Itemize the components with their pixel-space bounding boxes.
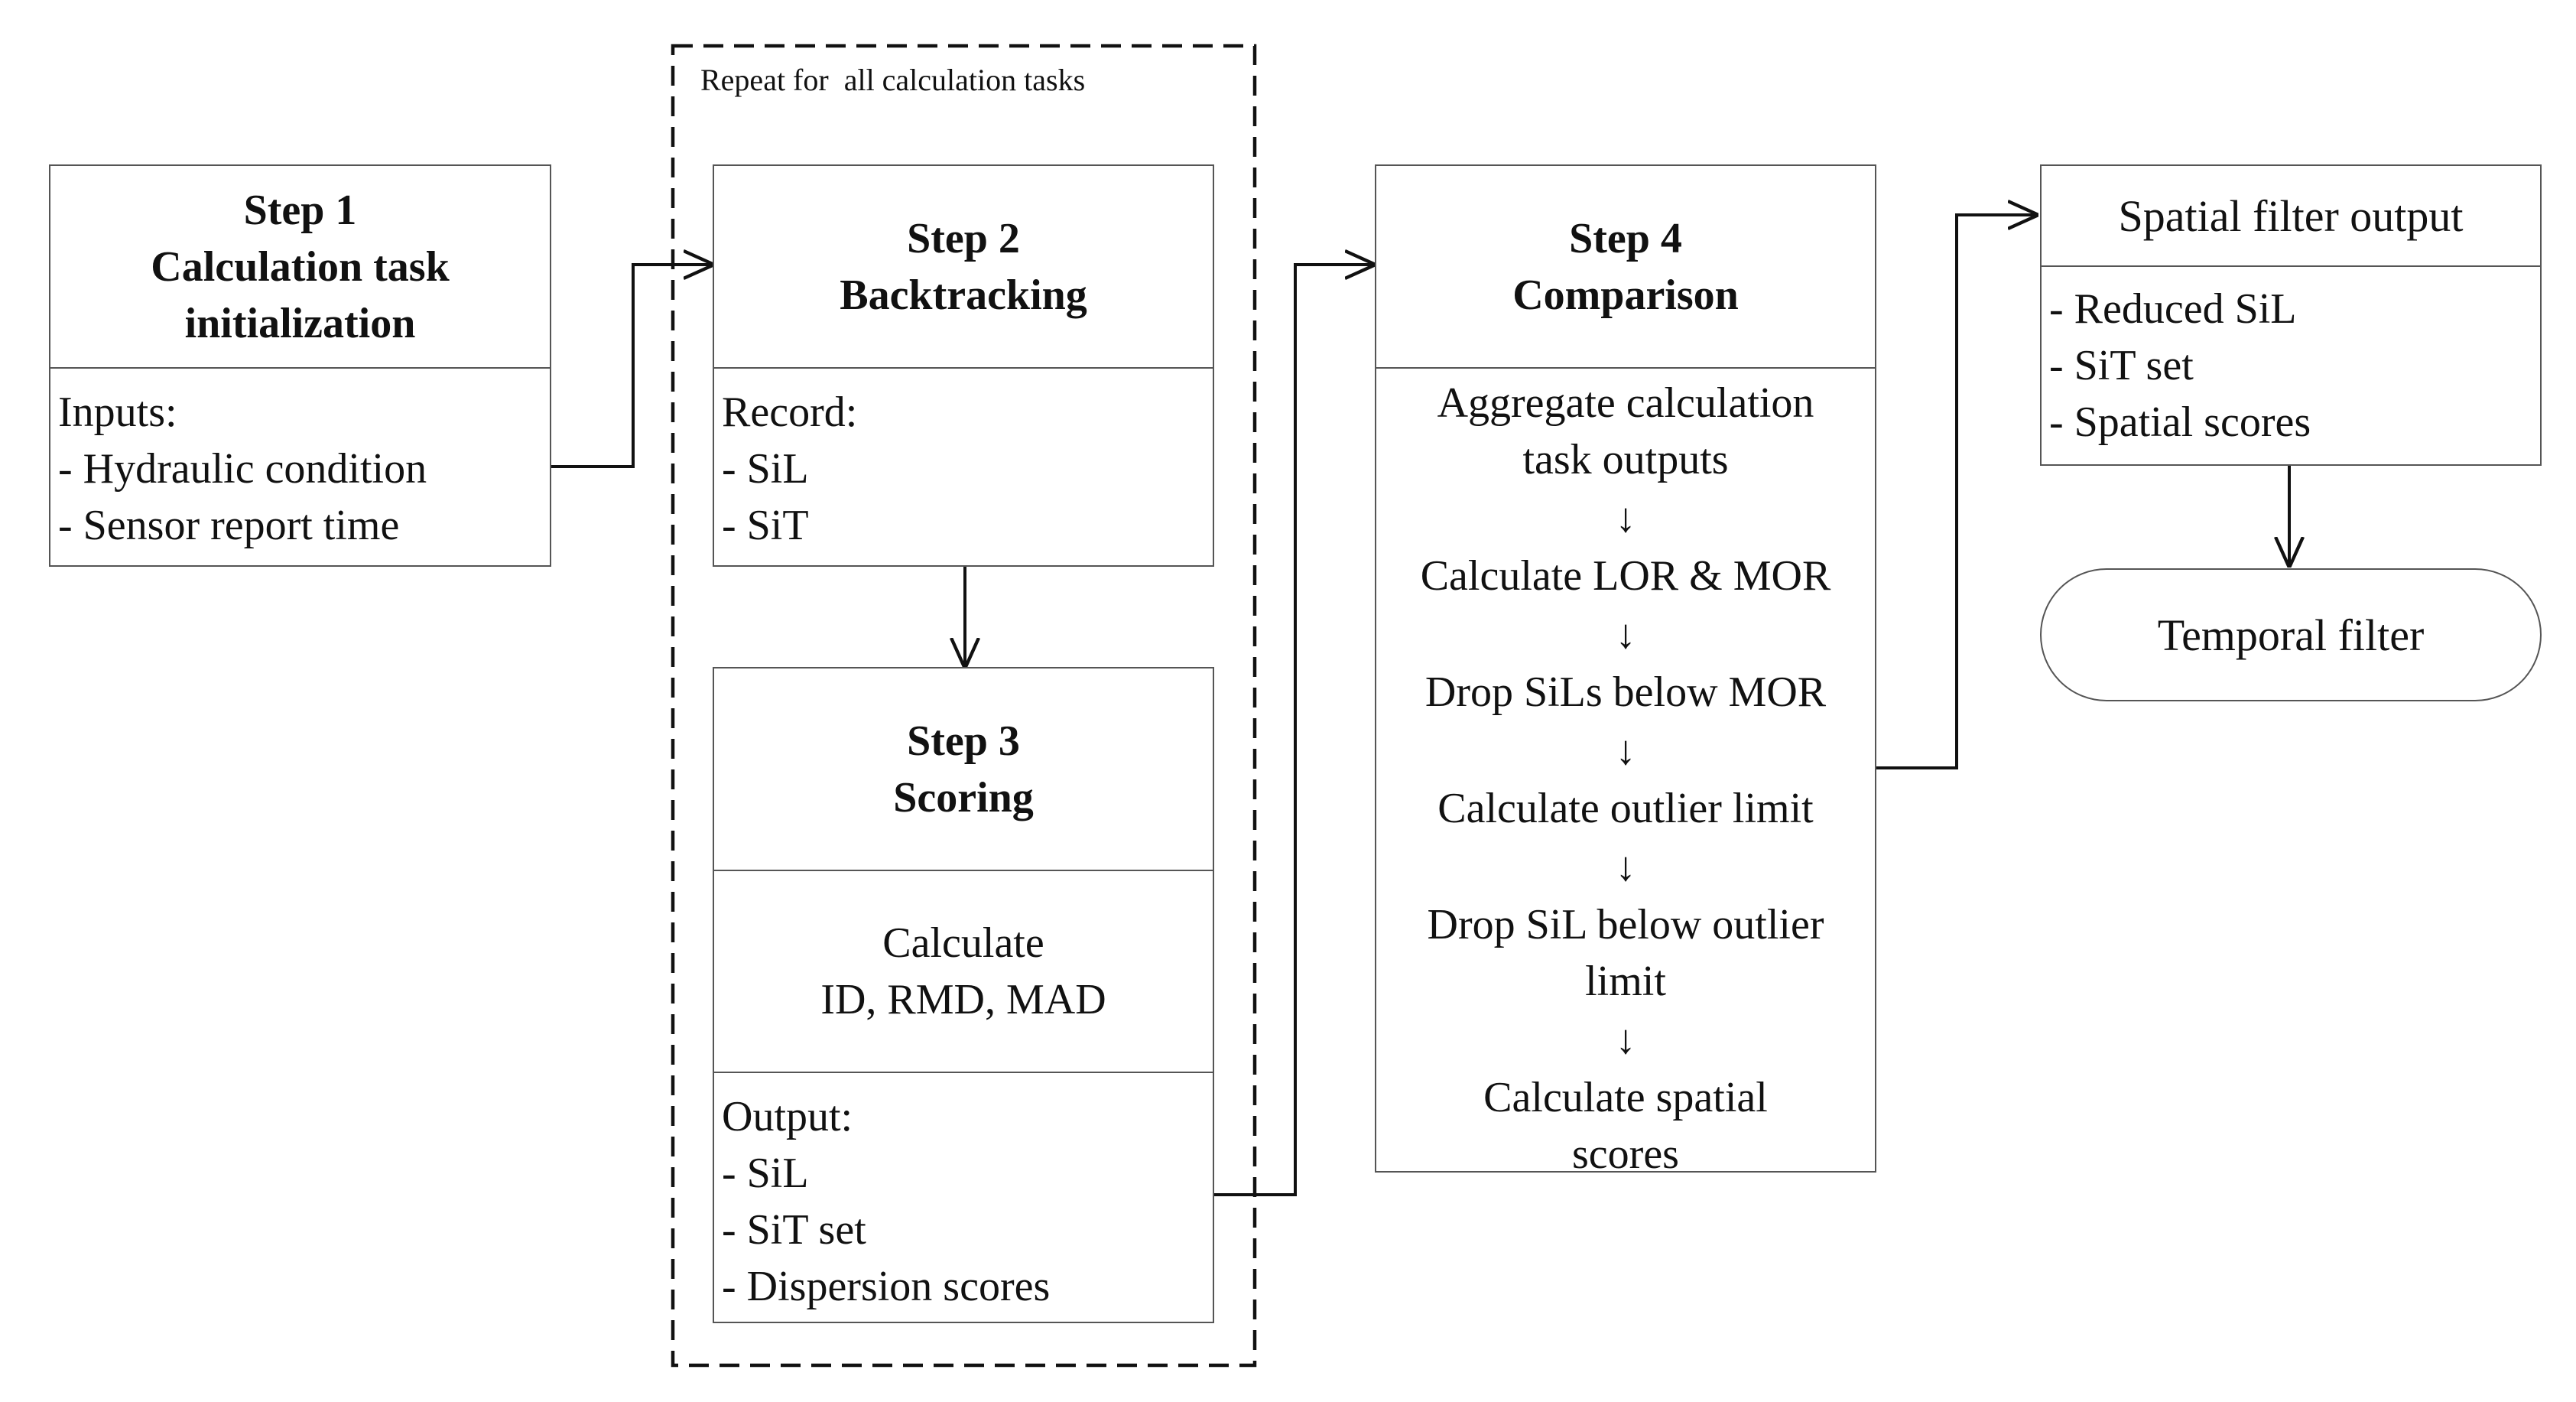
step3-body: Output: - SiL - SiT set - Dispersion sco…	[714, 1072, 1213, 1322]
step3-calc-line: Calculate	[882, 919, 1044, 967]
step1-body: Inputs: - Hydraulic condition - Sensor r…	[50, 367, 550, 565]
step2-body-line: - SiT	[722, 502, 809, 549]
step1-body-line: - Hydraulic condition	[58, 445, 427, 493]
step4-flow: Aggregate calculation task outputs ↓ Cal…	[1376, 367, 1875, 1178]
output-body-line: - SiT set	[2049, 342, 2194, 389]
down-arrow-icon: ↓	[1615, 1017, 1636, 1062]
step4-title: Step 4 Comparison	[1376, 166, 1875, 367]
down-arrow-icon: ↓	[1615, 844, 1636, 890]
step1-title: Step 1 Calculation task initialization	[50, 166, 550, 367]
step4-flow-line: Drop SiLs below MOR	[1424, 668, 1827, 716]
step4-flow-line: task outputs	[1522, 436, 1729, 483]
step3-title-line: Step 3	[907, 717, 1020, 765]
down-arrow-icon: ↓	[1615, 727, 1636, 773]
arrow-step3-to-step4	[1214, 265, 1374, 1196]
step1-title-line: Step 1	[243, 186, 357, 234]
temporal-filter-terminal: Temporal filter	[2040, 568, 2542, 701]
repeat-group-border	[671, 44, 1257, 1368]
step2-body-line: Record:	[722, 389, 858, 436]
step3-calc: Calculate ID, RMD, MAD	[714, 870, 1213, 1072]
down-arrow-icon: ↓	[1615, 611, 1636, 657]
output-box: Spatial filter output - Reduced SiL - Si…	[2040, 164, 2542, 466]
step4-flow-line: Calculate spatial	[1483, 1074, 1768, 1121]
step1-title-line: initialization	[184, 299, 416, 347]
step3-box: Step 3 Scoring Calculate ID, RMD, MAD Ou…	[713, 667, 1214, 1323]
output-title: Spatial filter output	[2118, 190, 2464, 241]
step3-title: Step 3 Scoring	[714, 668, 1213, 870]
step4-flow-line: Drop SiL below outlier	[1427, 901, 1824, 948]
step3-body-line: - SiL	[722, 1150, 809, 1197]
step2-body: Record: - SiL - SiT	[714, 367, 1213, 565]
step1-box: Step 1 Calculation task initialization I…	[49, 164, 551, 567]
step1-body-line: - Sensor report time	[58, 502, 400, 549]
down-arrow-icon: ↓	[1615, 495, 1636, 541]
arrow-step1-to-step2	[551, 265, 713, 468]
step4-title-line: Comparison	[1512, 271, 1739, 319]
step3-body-line: Output:	[722, 1093, 853, 1140]
step1-title-line: Calculation task	[151, 242, 450, 291]
output-body: - Reduced SiL - SiT set - Spatial scores	[2042, 265, 2540, 464]
step3-title-line: Scoring	[893, 773, 1034, 821]
step3-calc-line: ID, RMD, MAD	[820, 976, 1106, 1023]
step3-body-line: - Dispersion scores	[722, 1263, 1051, 1310]
step4-flow-line: Aggregate calculation	[1437, 379, 1814, 427]
arrow-step4-to-output	[1876, 215, 2037, 769]
step3-body-line: - SiT set	[722, 1206, 866, 1254]
output-body-line: - Spatial scores	[2049, 398, 2311, 446]
step4-flow-line: limit	[1585, 958, 1666, 1005]
step4-box: Step 4 Comparison Aggregate calculation …	[1375, 164, 1876, 1178]
step4-flow-line: Calculate LOR & MOR	[1420, 552, 1831, 600]
step2-title-line: Backtracking	[840, 271, 1087, 319]
step4-flow-line: Calculate outlier limit	[1437, 785, 1814, 832]
step1-body-line: Inputs:	[58, 389, 177, 436]
step2-title-line: Step 2	[907, 214, 1020, 262]
step2-title: Step 2 Backtracking	[714, 166, 1213, 367]
repeat-label: Repeat for all calculation tasks	[700, 63, 1086, 97]
output-body-line: - Reduced SiL	[2049, 285, 2297, 333]
step2-body-line: - SiL	[722, 445, 809, 493]
step2-box: Step 2 Backtracking Record: - SiL - SiT	[713, 164, 1214, 567]
step4-flow-line: scores	[1572, 1130, 1679, 1178]
step4-title-line: Step 4	[1569, 214, 1682, 262]
